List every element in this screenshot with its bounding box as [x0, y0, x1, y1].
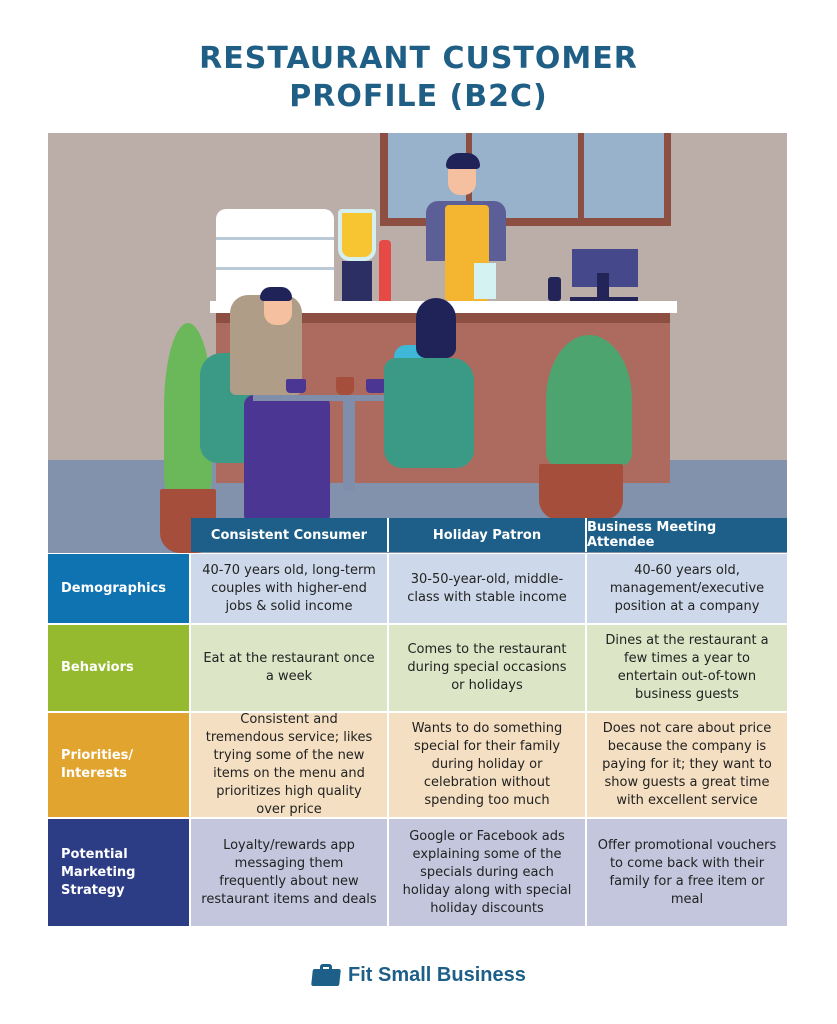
brand-name: Fit Small Business [348, 963, 526, 986]
table-cell: Google or Facebook ads explaining some o… [389, 819, 585, 926]
plant-pot [539, 464, 623, 520]
monitor-stand [597, 273, 609, 299]
blender-base [342, 261, 372, 301]
briefcase-icon [311, 964, 341, 986]
table-row-marketing: Potential Marketing Strategy Loyalty/rew… [48, 819, 787, 926]
glass-icon [474, 263, 496, 299]
window-pane [584, 133, 664, 218]
monitor-foot [570, 297, 638, 301]
pastry-display-case [216, 209, 334, 301]
column-header: Business Meeting Attendee [587, 518, 787, 552]
row-label: Potential Marketing Strategy [48, 819, 189, 926]
shelf [216, 237, 334, 240]
row-label: Priorities/ Interests [48, 713, 189, 817]
barista-hair [446, 153, 480, 169]
cafe-table [253, 395, 423, 401]
man-hair [260, 287, 292, 301]
row-label: Behaviors [48, 625, 189, 711]
title-line-2: PROFILE (B2C) [289, 79, 548, 114]
table-cell: Wants to do something special for their … [389, 713, 585, 817]
blender-icon [338, 209, 376, 261]
title-line-1: RESTAURANT CUSTOMER [199, 41, 638, 76]
chair-icon [384, 358, 474, 468]
table-row-demographics: Demographics 40-70 years old, long-term … [48, 554, 787, 623]
table-row-behaviors: Behaviors Eat at the restaurant once a w… [48, 625, 787, 711]
window [380, 133, 671, 226]
table-cell: 30-50-year-old, middle-class with stable… [389, 554, 585, 623]
table-row-priorities: Priorities/ Interests Consistent and tre… [48, 712, 787, 817]
mug-icon [286, 379, 306, 393]
table-cell: Does not care about price because the co… [587, 713, 787, 817]
restaurant-illustration [48, 133, 787, 553]
speaker-icon [548, 277, 561, 301]
table-leg [343, 401, 355, 491]
small-plant-icon [336, 377, 354, 395]
table-cell: Offer promotional vouchers to come back … [587, 819, 787, 926]
column-header: Holiday Patron [389, 518, 587, 552]
page-title: RESTAURANT CUSTOMER PROFILE (B2C) [0, 40, 837, 116]
table-cell: Comes to the restaurant during special o… [389, 625, 585, 711]
cups-stack-icon [379, 240, 391, 301]
plant-icon [546, 335, 632, 465]
table-cell: Loyalty/rewards app messaging them frequ… [191, 819, 387, 926]
table-cell: Dines at the restaurant a few times a ye… [587, 625, 787, 711]
column-header: Consistent Consumer [191, 518, 389, 552]
row-label: Demographics [48, 554, 189, 623]
table-cell: Consistent and tremendous service; likes… [191, 712, 387, 817]
table-cell: 40-60 years old, management/executive po… [587, 554, 787, 623]
table-cell: Eat at the restaurant once a week [191, 625, 387, 711]
table-cell: 40-70 years old, long-term couples with … [191, 554, 387, 623]
shelf [216, 267, 334, 270]
mug-icon [366, 379, 386, 393]
man-pants [244, 395, 330, 525]
table-header-row: Consistent Consumer Holiday Patron Busin… [191, 518, 787, 552]
brand-logo: Fit Small Business [311, 961, 526, 989]
woman-hair [416, 298, 456, 358]
